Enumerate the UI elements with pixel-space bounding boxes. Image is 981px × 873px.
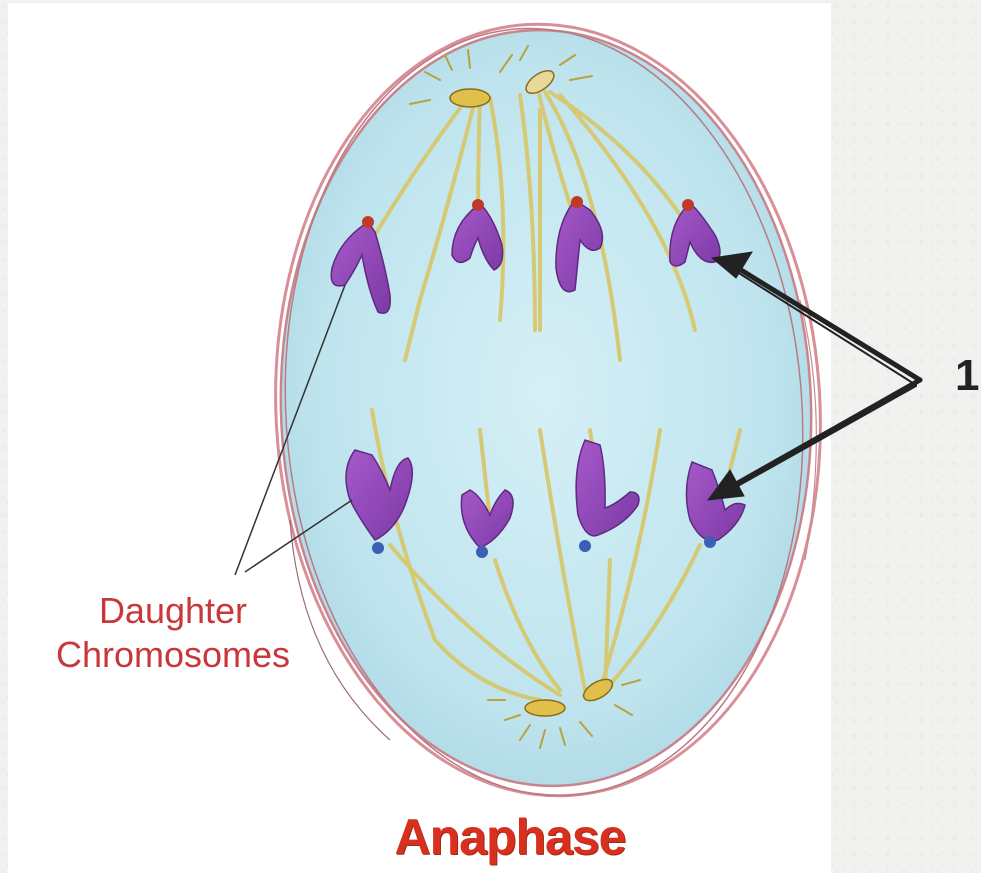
daughter-label-line1: Daughter	[18, 589, 328, 633]
daughter-label-line2: Chromosomes	[18, 633, 328, 677]
callout-number-label: 1	[955, 351, 981, 401]
diagram-title: Anaphase	[330, 808, 690, 866]
daughter-chromosomes-label: Daughter Chromosomes	[18, 589, 328, 677]
